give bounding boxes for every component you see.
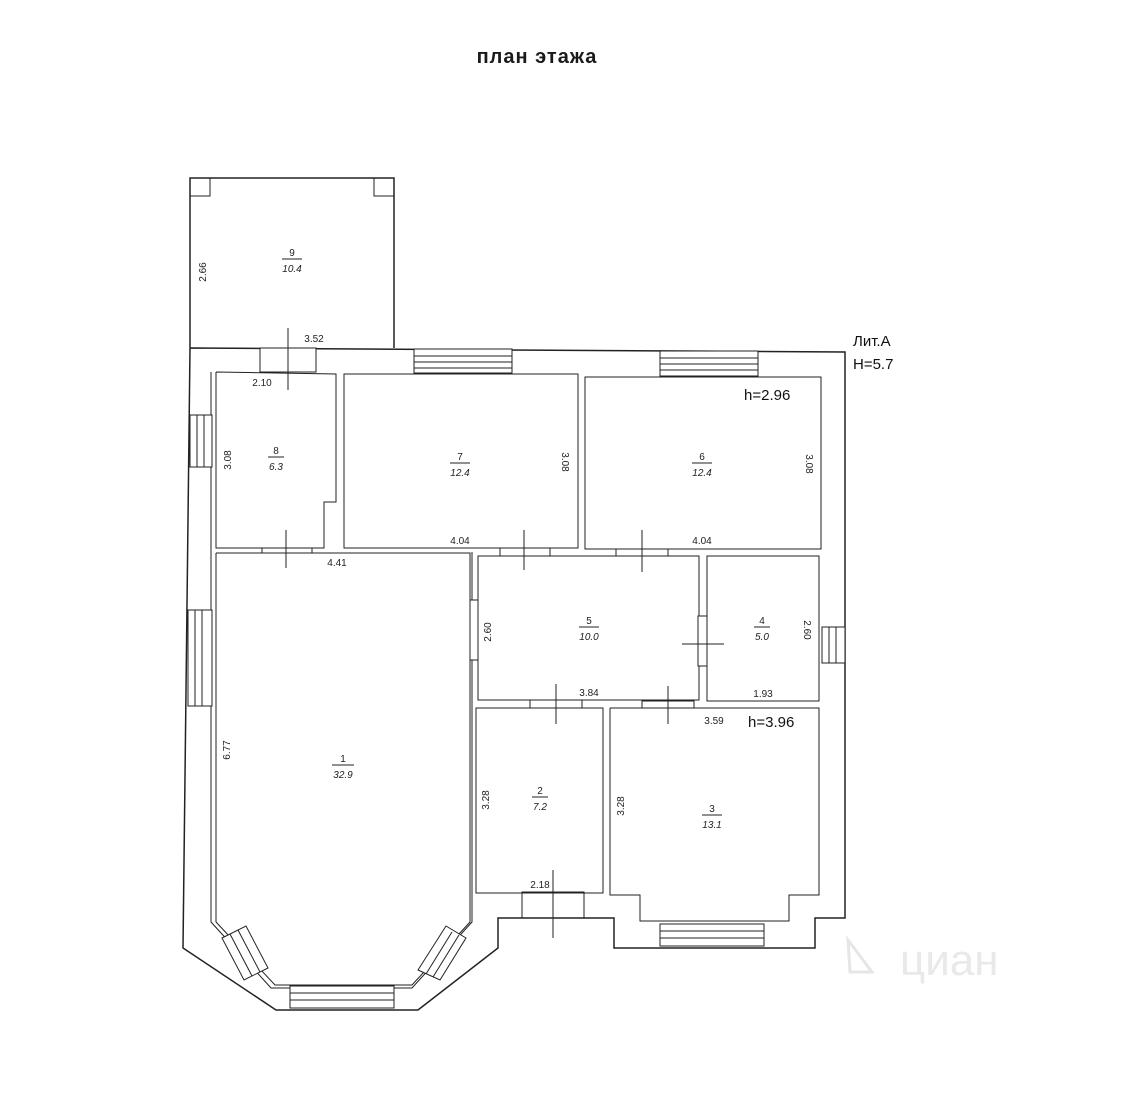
dim-r5-width: 3.84: [579, 688, 599, 699]
building-height: H=5.7: [853, 356, 893, 373]
dim-r9-width: 3.52: [304, 334, 324, 345]
watermark-text: циан: [900, 936, 999, 985]
dim-r1-height: 6.77: [222, 740, 233, 760]
room-label-3: 3 13.1: [702, 804, 722, 831]
dim-r2-height: 3.28: [481, 790, 492, 810]
dim-r5-height: 2.60: [483, 622, 494, 642]
dim-r6-width: 4.04: [692, 536, 712, 547]
room-label-8: 8 6.3: [268, 446, 284, 473]
room-label-4: 4 5.0: [754, 616, 770, 643]
dim-r3-height: 3.28: [616, 796, 627, 816]
doors: [259, 328, 724, 938]
dim-r7-width: 4.04: [450, 536, 470, 547]
windows: [187, 348, 846, 1009]
dim-r1-width: 4.41: [327, 558, 347, 569]
svg-text:12.4: 12.4: [450, 468, 470, 479]
room-walls: [215, 371, 822, 986]
dim-r8-height: 3.08: [223, 450, 234, 470]
svg-text:8: 8: [273, 446, 279, 457]
room-label-1: 1 32.9: [332, 754, 354, 781]
height-label-top: h=2.96: [744, 387, 790, 404]
svg-text:5: 5: [586, 616, 592, 627]
svg-text:10.0: 10.0: [579, 632, 599, 643]
watermark-logo-icon: [846, 935, 875, 974]
svg-text:4: 4: [759, 616, 765, 627]
room-label-5: 5 10.0: [579, 616, 599, 643]
dim-r3-width: 3.59: [704, 716, 724, 727]
dim-r9-height: 2.66: [198, 262, 209, 282]
dimension-labels: 3.52 2.66 2.10 3.08 4.04 3.08 4.04 3.08 …: [198, 262, 814, 891]
svg-text:1: 1: [340, 754, 346, 765]
dim-r4-width: 1.93: [753, 689, 773, 700]
svg-text:12.4: 12.4: [692, 468, 712, 479]
dim-r7-height: 3.08: [559, 452, 570, 472]
dim-r8-width: 2.10: [252, 378, 272, 389]
svg-text:7: 7: [457, 452, 463, 463]
height-label-bottom: h=3.96: [748, 714, 794, 731]
svg-text:6: 6: [699, 452, 705, 463]
svg-text:6.3: 6.3: [269, 462, 283, 473]
svg-text:7.2: 7.2: [533, 802, 547, 813]
svg-text:9: 9: [289, 248, 295, 259]
plan-title: план этажа: [477, 46, 598, 68]
svg-text:5.0: 5.0: [755, 632, 769, 643]
svg-text:3: 3: [709, 804, 715, 815]
svg-text:2: 2: [537, 786, 543, 797]
svg-text:10.4: 10.4: [282, 264, 302, 275]
outer-walls: [182, 177, 846, 1011]
dim-r4-height: 2.60: [801, 620, 812, 640]
svg-text:13.1: 13.1: [702, 820, 721, 831]
dim-r2-width: 2.18: [530, 880, 550, 891]
room-label-6: 6 12.4: [692, 452, 712, 479]
room-label-2: 2 7.2: [532, 786, 548, 813]
room-label-7: 7 12.4: [450, 452, 470, 479]
svg-text:32.9: 32.9: [333, 770, 353, 781]
dim-r6-height: 3.08: [803, 454, 814, 474]
room-label-9: 9 10.4: [282, 248, 302, 275]
building-label: Лит.А: [853, 333, 891, 350]
